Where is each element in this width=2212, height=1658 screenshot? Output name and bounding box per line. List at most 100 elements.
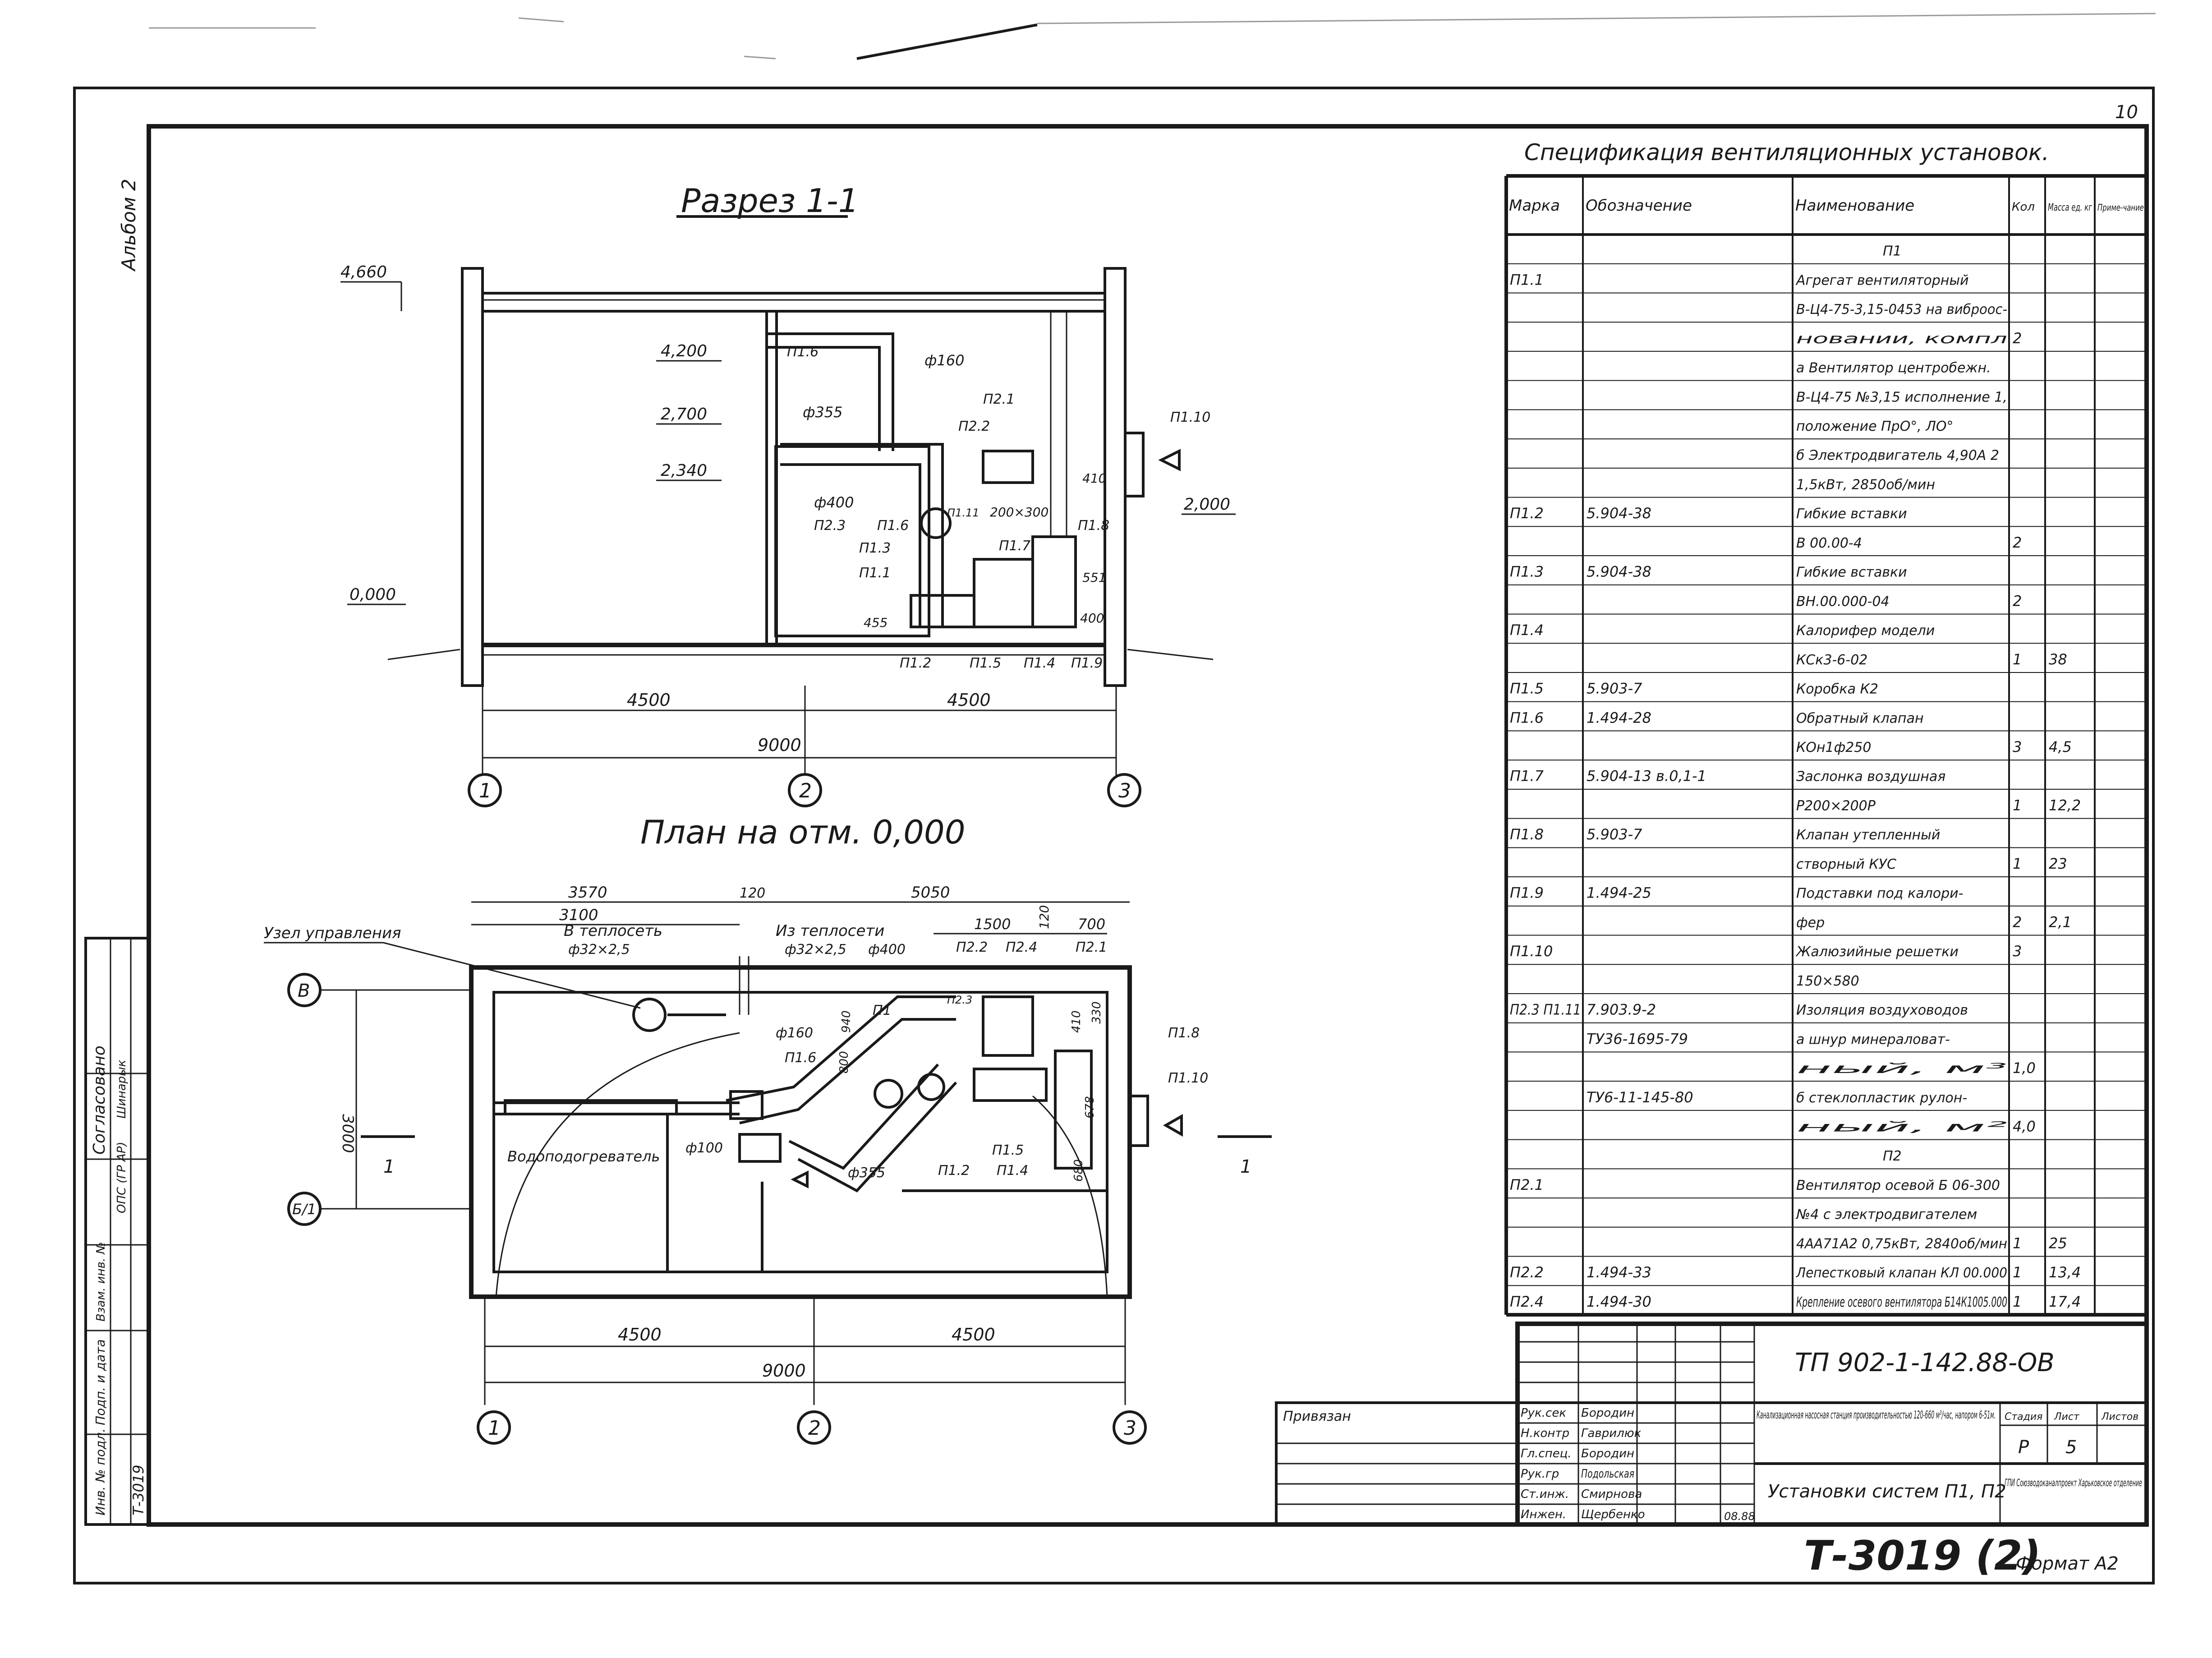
role-label: Н.контр <box>1521 1427 1569 1440</box>
person-name: Щербенко <box>1581 1508 1645 1521</box>
svg-text:4,200: 4,200 <box>661 342 707 360</box>
svg-text:551: 551 <box>1082 570 1106 585</box>
svg-text:120: 120 <box>1037 905 1052 929</box>
role-label: Гл.спец. <box>1521 1447 1572 1460</box>
svg-text:П1.6: П1.6 <box>785 1050 816 1066</box>
spec-cell: П2.3 П1.11 <box>1510 1001 1581 1018</box>
spec-cell: ТУ6-11-145-80 <box>1587 1089 1693 1106</box>
svg-text:120: 120 <box>740 885 765 901</box>
specification: Спецификация вентиляционных установок. М… <box>1504 139 2148 1317</box>
role-label: Инжен. <box>1521 1508 1566 1521</box>
spec-cell: П1.6 <box>1510 709 1544 726</box>
spec-cell: 17,4 <box>2049 1293 2081 1310</box>
svg-text:П1.6: П1.6 <box>787 344 819 360</box>
spec-cell: П1.9 <box>1510 884 1544 902</box>
svg-text:П1.1: П1.1 <box>859 565 891 581</box>
svg-text:П2.4: П2.4 <box>1006 940 1037 955</box>
svg-text:П1.7: П1.7 <box>999 538 1030 554</box>
svg-text:4500: 4500 <box>947 690 991 710</box>
spec-cell: П1.10 <box>1510 943 1553 960</box>
plan-top-dimensions: 3570 3100 120 5050 1500 120 700 <box>471 884 1130 935</box>
svg-text:Инв. № подл.: Инв. № подл. <box>93 1428 108 1515</box>
svg-text:П1.5: П1.5 <box>970 655 1001 671</box>
svg-text:4,660: 4,660 <box>340 263 387 281</box>
plan-elevation-0: План на отм. 0,000 <box>264 813 1272 1445</box>
spec-cell: 5.904-13 в.0,1-1 <box>1587 768 1706 785</box>
svg-text:1: 1 <box>383 1156 395 1177</box>
project-name: Канализационная насосная станция произво… <box>1757 1409 1996 1421</box>
svg-text:П2.2: П2.2 <box>956 940 988 955</box>
plan-item-labels: П2.2 П2.4 П2.1 П2.3 П1 П1.6 П1.8 П1.10 П… <box>507 940 1208 1179</box>
title-block-roles: Рук.секН.контрГл.спец.Рук.грСт.инж.Инжен… <box>1521 1406 1645 1521</box>
svg-text:1: 1 <box>488 1417 501 1440</box>
plan-title: План на отм. 0,000 <box>640 813 966 851</box>
spec-cell: 38 <box>2049 651 2067 668</box>
svg-text:9000: 9000 <box>758 735 801 755</box>
svg-text:Водоподогреватель: Водоподогреватель <box>507 1148 660 1165</box>
person-name: Бородин <box>1581 1447 1634 1460</box>
svg-text:Стадия: Стадия <box>2005 1411 2042 1423</box>
spec-cell: П2.4 <box>1510 1293 1544 1310</box>
inventory-number: Т-3019 <box>130 1465 147 1515</box>
bottom-stamp: Т-3019 (2) <box>1804 1532 2041 1580</box>
spec-cell: 5.904-38 <box>1587 505 1651 522</box>
spec-cell: 2 <box>2013 534 2022 551</box>
svg-text:ф32×2,5: ф32×2,5 <box>785 942 846 958</box>
spec-cell: П1.4 <box>1510 622 1544 639</box>
spec-cell: 1.494-33 <box>1587 1264 1651 1281</box>
svg-text:3570: 3570 <box>568 884 607 902</box>
spec-cell: 3 <box>2013 738 2022 755</box>
section-title: Разрез 1-1 <box>681 182 859 220</box>
svg-text:2,340: 2,340 <box>661 461 707 480</box>
svg-text:ф355: ф355 <box>848 1165 885 1181</box>
svg-text:П1.2: П1.2 <box>938 1163 970 1179</box>
svg-text:Б/1: Б/1 <box>292 1201 316 1218</box>
format-label: Формат А2 <box>2016 1553 2119 1574</box>
spec-cell: 2 <box>2013 592 2022 609</box>
svg-text:455: 455 <box>864 615 888 630</box>
spec-cell: 12,2 <box>2049 797 2081 814</box>
spec-header-cell: Марка <box>1509 197 1560 215</box>
svg-text:П1.6: П1.6 <box>877 518 909 534</box>
svg-text:Листов: Листов <box>2101 1411 2138 1423</box>
spec-cell: 1.494-30 <box>1587 1293 1651 1310</box>
spec-cell: Калорифер модели <box>1796 623 1935 639</box>
svg-text:4500: 4500 <box>952 1325 995 1345</box>
svg-text:678: 678 <box>1083 1096 1097 1119</box>
spec-cell: 4,5 <box>2049 738 2072 755</box>
svg-text:ф400: ф400 <box>868 942 906 958</box>
title-block: ТП 902-1-142.88-ОВ Привязан Рук.секН.кон… <box>1275 1322 2149 1527</box>
spec-cell: Агрегат вентиляторный <box>1795 272 1969 288</box>
spec-cell: П1.8 <box>1510 826 1544 843</box>
svg-text:П1.2: П1.2 <box>900 655 931 671</box>
spec-cell: 5.904-38 <box>1587 563 1651 580</box>
plan-notes: Узел управления В теплосеть ф32×2,5 Из т… <box>264 922 884 1009</box>
spec-cell: а Вентилятор центробежн. <box>1796 360 1991 376</box>
svg-text:П2.2: П2.2 <box>958 419 990 434</box>
svg-text:П1.10: П1.10 <box>1170 410 1210 425</box>
spec-cell: Подставки под калори- <box>1796 886 1964 902</box>
spec-cell: 2 <box>2013 913 2022 930</box>
spec-cell: ный, м² <box>1796 1119 2007 1135</box>
sheet-corner-number: 10 <box>2115 102 2138 123</box>
svg-text:ф32×2,5: ф32×2,5 <box>568 942 630 958</box>
spec-cell: Изоляция воздуховодов <box>1796 1003 1968 1018</box>
svg-text:5050: 5050 <box>911 884 950 902</box>
spec-cell: П2 <box>1883 1148 1902 1164</box>
svg-text:ф160: ф160 <box>924 352 964 369</box>
spec-cell: Гибкие вставки <box>1796 506 1907 522</box>
spec-cell: КСк3-6-02 <box>1796 652 1867 668</box>
spec-cell: 23 <box>2049 855 2067 872</box>
spec-cell: П1.5 <box>1510 680 1544 697</box>
plan-dimension-chain: 4500 4500 9000 1 2 3 <box>477 1299 1147 1445</box>
svg-text:П1.10: П1.10 <box>1168 1070 1208 1086</box>
spec-cell: ный, м³ <box>1796 1061 2007 1077</box>
plan-axes: В Б/1 1 1 <box>287 973 1272 1226</box>
agreed-label: Согласовано <box>90 1045 109 1155</box>
section-dimension-chain: 4500 4500 9000 1 2 3 <box>468 686 1141 807</box>
svg-text:330: 330 <box>1090 1001 1104 1024</box>
spec-cell: 1 <box>2013 855 2022 872</box>
spec-cell: б стеклопластик рулон- <box>1796 1090 1967 1106</box>
spec-cell: №4 с электродвигателем <box>1795 1207 1977 1223</box>
svg-text:0,000: 0,000 <box>350 585 396 604</box>
